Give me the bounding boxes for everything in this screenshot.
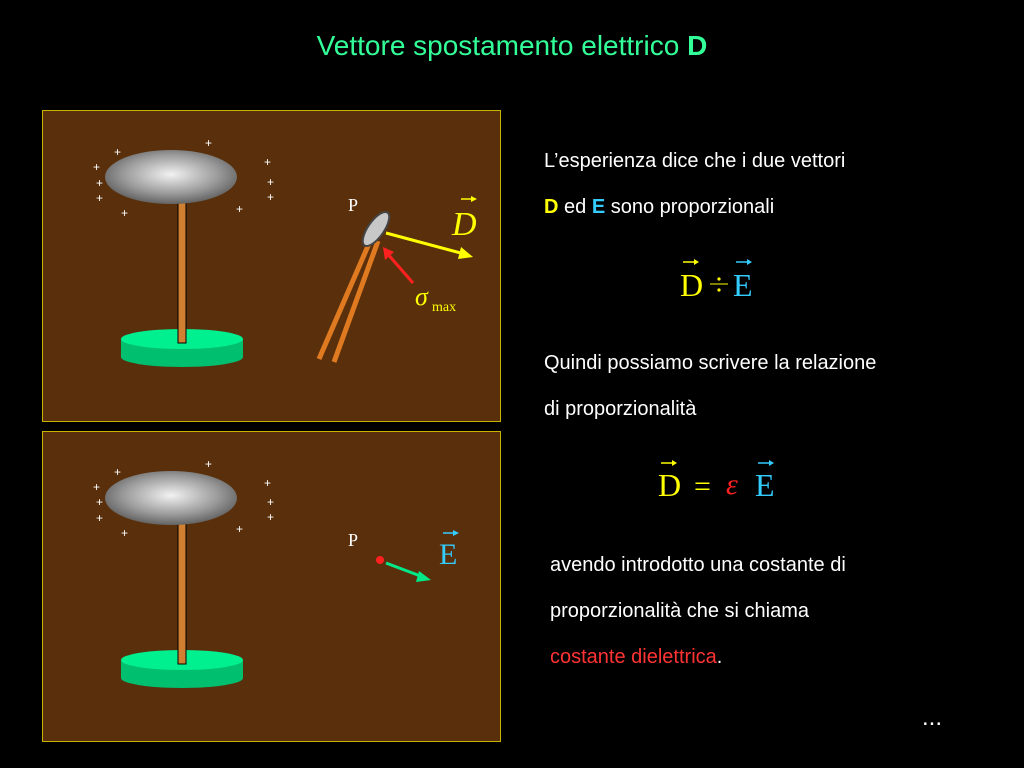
sigma-symbol: σ: [415, 282, 429, 311]
text-line: proporzionalità che si chiama: [550, 600, 810, 622]
text-line: D ed E sono proporzionali: [544, 184, 845, 230]
eq1-e: E: [733, 267, 753, 302]
probe-handle: [331, 240, 381, 363]
eq2-equals: =: [694, 470, 711, 503]
proportional-dot: [717, 288, 721, 292]
plus-sign: +: [96, 191, 103, 205]
e-arrowhead: [416, 571, 431, 582]
eq1-e-arrowhead: [747, 259, 752, 265]
plus-sign: +: [96, 176, 103, 190]
pole: [177, 200, 187, 344]
dielectric-constant-term: costante dielettrica: [550, 646, 717, 668]
panel-bottom-diagram: + + + + + + + + + + P E: [42, 431, 501, 742]
text-line: L’esperienza dice che i due vettori: [544, 150, 846, 172]
text-fragment: sono proporzionali: [605, 196, 775, 218]
d-vector-arrow: [385, 231, 469, 257]
d-vector-label: D: [451, 206, 477, 243]
eq2-d-arrowhead: [672, 460, 677, 466]
eq1-d: D: [680, 267, 703, 302]
title-text: Vettore spostamento elettrico: [316, 30, 680, 61]
slide-title: Vettore spostamento elettrico D: [0, 30, 1024, 62]
eq2-e: E: [755, 467, 775, 503]
plus-sign: +: [96, 511, 103, 525]
electroscope-e-diagram: + + + + + + + + + + P E: [93, 457, 459, 688]
charged-disc: [105, 471, 237, 525]
plus-sign: +: [236, 522, 243, 536]
paragraph-relation: Quindi possiamo scrivere la relazione di…: [544, 340, 876, 432]
d-symbol: D: [544, 196, 559, 218]
plus-sign: +: [264, 476, 271, 490]
plus-sign: +: [264, 155, 271, 169]
sigma-subscript: max: [432, 300, 456, 315]
charges: + + + + + + + + + +: [93, 136, 274, 220]
plus-sign: +: [267, 190, 274, 204]
charges: + + + + + + + + + +: [93, 457, 274, 540]
e-over-arrowhead: [453, 530, 459, 536]
text-fragment: ed: [558, 196, 592, 218]
plus-sign: +: [114, 145, 121, 159]
point-label: P: [348, 195, 358, 215]
probe-disc: [361, 210, 391, 248]
e-symbol: E: [591, 196, 606, 218]
text-fragment: .: [716, 646, 723, 668]
continuation-ellipsis: ...: [922, 704, 943, 731]
sigma-arrow: [384, 251, 415, 284]
title-bold: D: [687, 30, 708, 61]
probe-handle: [316, 238, 374, 360]
text-line: costante dielettrica.: [550, 634, 846, 680]
pole: [177, 521, 187, 665]
plus-sign: +: [93, 160, 100, 174]
plus-sign: +: [205, 136, 212, 150]
paragraph-proportional: L’esperienza dice che i due vettori D ed…: [544, 138, 845, 230]
sigma-arrowhead: [383, 247, 394, 260]
eq1-d-arrowhead: [694, 259, 699, 265]
eq2-epsilon: ε: [726, 468, 738, 501]
d-over-arrowhead: [471, 196, 477, 202]
point-p-dot: [376, 556, 384, 564]
point-label: P: [348, 530, 358, 550]
plus-sign: +: [114, 465, 121, 479]
eq2-d: D: [658, 467, 681, 503]
eq2-e-arrowhead: [769, 460, 774, 466]
panel-top-diagram: + + + + + + + + + + P D σ max: [42, 110, 501, 422]
plus-sign: +: [121, 206, 128, 220]
plus-sign: +: [96, 495, 103, 509]
paragraph-constant: avendo introdotto una costante di propor…: [550, 542, 846, 680]
e-vector-label: E: [439, 538, 457, 571]
text-line: di proporzionalità: [544, 398, 697, 420]
text-line: avendo introdotto una costante di: [550, 554, 846, 576]
dielectric-equation: D = ε E: [658, 460, 775, 503]
proportionality-equation: D E: [680, 259, 753, 302]
plus-sign: +: [267, 495, 274, 509]
plus-sign: +: [93, 480, 100, 494]
plus-sign: +: [205, 457, 212, 471]
charged-disc: [105, 150, 237, 204]
plus-sign: +: [121, 526, 128, 540]
plus-sign: +: [267, 175, 274, 189]
plus-sign: +: [267, 510, 274, 524]
d-arrowhead: [458, 247, 473, 259]
base-bottom: [121, 668, 243, 688]
base-bottom: [121, 347, 243, 367]
proportional-dot: [717, 277, 721, 281]
e-vector-arrow: [385, 561, 424, 579]
plus-sign: +: [236, 202, 243, 216]
text-line: Quindi possiamo scrivere la relazione: [544, 352, 877, 374]
electroscope-d-diagram: + + + + + + + + + + P D σ max: [93, 136, 477, 367]
